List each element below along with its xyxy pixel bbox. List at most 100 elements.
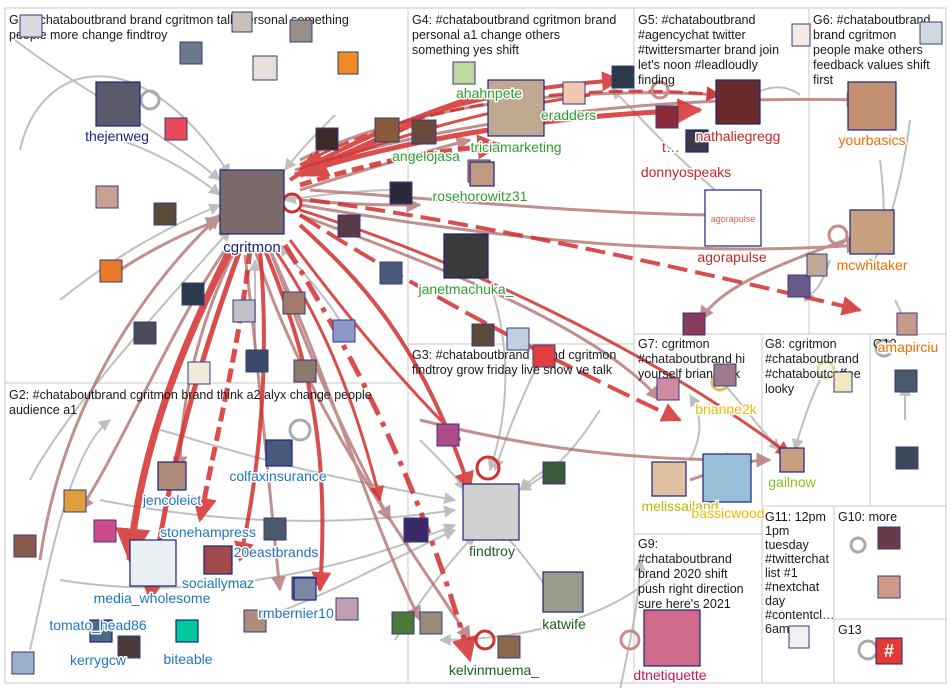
avatar-node <box>497 635 521 659</box>
avatar-node <box>232 299 256 323</box>
avatar-20eastbrands <box>203 545 233 575</box>
avatar-katwife <box>542 571 584 613</box>
avatar-thejenweg <box>95 81 141 127</box>
avatar-jencoleict <box>157 461 187 491</box>
avatar-findtroy <box>462 483 520 541</box>
hashtag-icon: # <box>884 641 894 661</box>
avatar-node <box>895 446 919 470</box>
avatar-node <box>389 181 413 205</box>
group-label-g13: G13 <box>838 623 862 637</box>
avatar-nodes <box>11 11 943 675</box>
node-label-colfaxinsurance: colfaxinsurance <box>229 468 326 484</box>
avatar-node <box>787 274 811 298</box>
avatar-nathaliegregg <box>715 79 761 125</box>
node-label-sociallymaz: sociallymaz <box>182 575 254 591</box>
avatar-node <box>713 363 737 387</box>
node-label-20eastbrands: 20eastbrands <box>234 544 319 560</box>
avatar-node <box>506 327 530 351</box>
avatar-node <box>315 127 339 151</box>
avatar-node <box>894 369 918 393</box>
avatar-node <box>403 517 429 543</box>
avatar-node <box>682 312 706 336</box>
avatar-node <box>791 23 811 47</box>
avatar-node <box>788 625 810 649</box>
avatar-node <box>263 517 287 541</box>
avatar-node <box>13 534 37 558</box>
node-label-kelvinmuema: kelvinmuema_ <box>449 662 539 678</box>
avatar-node <box>391 611 415 635</box>
node-label-biteable: biteable <box>163 651 212 667</box>
large-avatars <box>89 79 897 667</box>
node-label-donnyospeaks: donnyospeaks <box>641 164 731 180</box>
avatar-node <box>243 609 267 633</box>
avatar-node <box>117 635 141 659</box>
avatar-node <box>252 55 278 81</box>
avatar-melissailand <box>651 461 687 497</box>
avatar-node <box>452 61 476 85</box>
avatar-node <box>337 51 359 75</box>
agorapulse-logo-text: agorapulse <box>711 214 756 224</box>
agorapulse-logo: agorapulse <box>711 214 756 224</box>
avatar-node <box>379 261 403 285</box>
avatar-dtnetiquette <box>643 609 701 667</box>
avatar-donnyospeaks <box>685 129 709 153</box>
avatar-node <box>153 202 177 226</box>
avatar-node <box>919 21 943 45</box>
self-loop-g10 <box>849 536 867 554</box>
avatar-node <box>542 461 566 485</box>
avatar-node <box>99 259 123 283</box>
avatar-kerrygcw <box>89 619 113 643</box>
avatar-node <box>93 519 117 543</box>
self-loop-findtroy <box>475 455 501 481</box>
avatar-node <box>419 611 443 635</box>
node-label-cgritmon: cgritmon <box>223 239 281 256</box>
node-label-janetmachuka: janetmachuka_ <box>418 281 514 297</box>
avatar-node <box>877 526 901 550</box>
node-label-stonehampress: stonehampress <box>160 524 256 540</box>
group-label-g8: G8: cgritmon#chataboutbrand#chataboutcof… <box>765 337 861 396</box>
self-loop-g8 <box>816 360 836 380</box>
group-label-g2: G2: #chataboutbrand cgritmon brand think… <box>9 388 372 417</box>
avatar-node <box>335 597 359 621</box>
avatar-biteable <box>175 619 199 643</box>
self-loop-dtnet <box>619 629 641 651</box>
avatar-node <box>95 185 119 209</box>
avatar-rosehorowitz31 <box>469 161 495 187</box>
group-label-g12: G12 <box>873 337 897 351</box>
avatar-colfax <box>265 439 293 467</box>
avatar-node <box>164 117 188 141</box>
node-label-katwife: katwife <box>542 616 586 632</box>
avatar-node <box>655 105 679 129</box>
avatar-node <box>179 41 203 65</box>
node-label-eradders: eradders <box>541 107 596 123</box>
avatar-node <box>337 214 361 238</box>
node-label-dtnetiquette: dtnetiquette <box>633 667 706 683</box>
avatar-node <box>411 119 437 145</box>
node-label-melissailand: melissailand <box>641 498 718 514</box>
avatar-triciamarketing <box>487 79 545 137</box>
avatar-node <box>877 575 901 599</box>
hashtag-node: # <box>875 637 903 665</box>
node-label-kerrygcw: kerrygcw <box>70 652 127 668</box>
avatar-node <box>896 312 918 336</box>
avatar-node <box>806 253 828 277</box>
avatar-bassicwood <box>702 453 752 503</box>
avatar-node <box>833 371 853 393</box>
self-loop-colfax <box>288 418 312 442</box>
avatar-node <box>282 291 306 315</box>
node-label-media-wholesome: media_wholesome <box>94 590 211 606</box>
self-loop-cgritmon <box>281 192 303 214</box>
node-label-twittersmarter: t… <box>662 139 680 155</box>
node-label-tomato-head86: tomato_head86 <box>49 617 147 633</box>
node-label-yourbasics: yourbasics <box>839 132 906 148</box>
avatar-node <box>245 349 269 373</box>
node-label-amapirciu: amapirciu <box>878 339 939 355</box>
group-label-g1: G1: #chataboutbrand brand cgritmon talk … <box>9 13 349 42</box>
avatar-gailnow <box>779 447 805 473</box>
self-loop-g12 <box>874 338 894 358</box>
avatar-rmbernier10 <box>293 577 317 601</box>
node-label-jencoleict: jencoleict <box>142 492 201 508</box>
group-box-g13 <box>833 618 947 684</box>
